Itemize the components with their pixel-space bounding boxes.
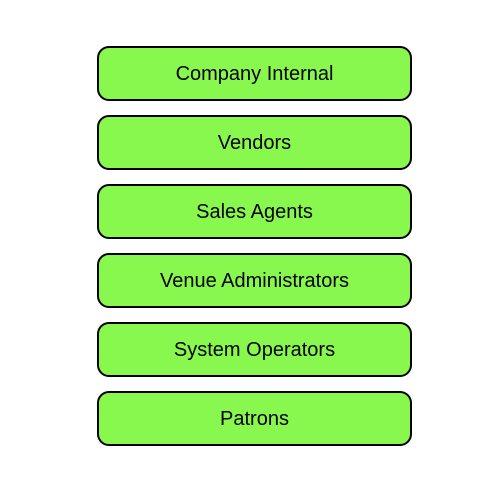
layer-label: Vendors [217, 131, 292, 154]
layer-box-patrons: Patrons [97, 391, 412, 446]
layer-label: Company Internal [175, 62, 334, 85]
layer-label: Venue Administrators [160, 269, 349, 292]
layer-stack: Company Internal Vendors Sales Agents Ve… [97, 46, 412, 446]
layer-box-system-operators: System Operators [97, 322, 412, 377]
layer-box-sales-agents: Sales Agents [97, 184, 412, 239]
layer-box-vendors: Vendors [97, 115, 412, 170]
layer-label: Patrons [220, 407, 289, 430]
layer-box-venue-administrators: Venue Administrators [97, 253, 412, 308]
layer-label: System Operators [173, 338, 336, 361]
layer-box-company-internal: Company Internal [97, 46, 412, 101]
layer-label: Sales Agents [196, 200, 313, 223]
